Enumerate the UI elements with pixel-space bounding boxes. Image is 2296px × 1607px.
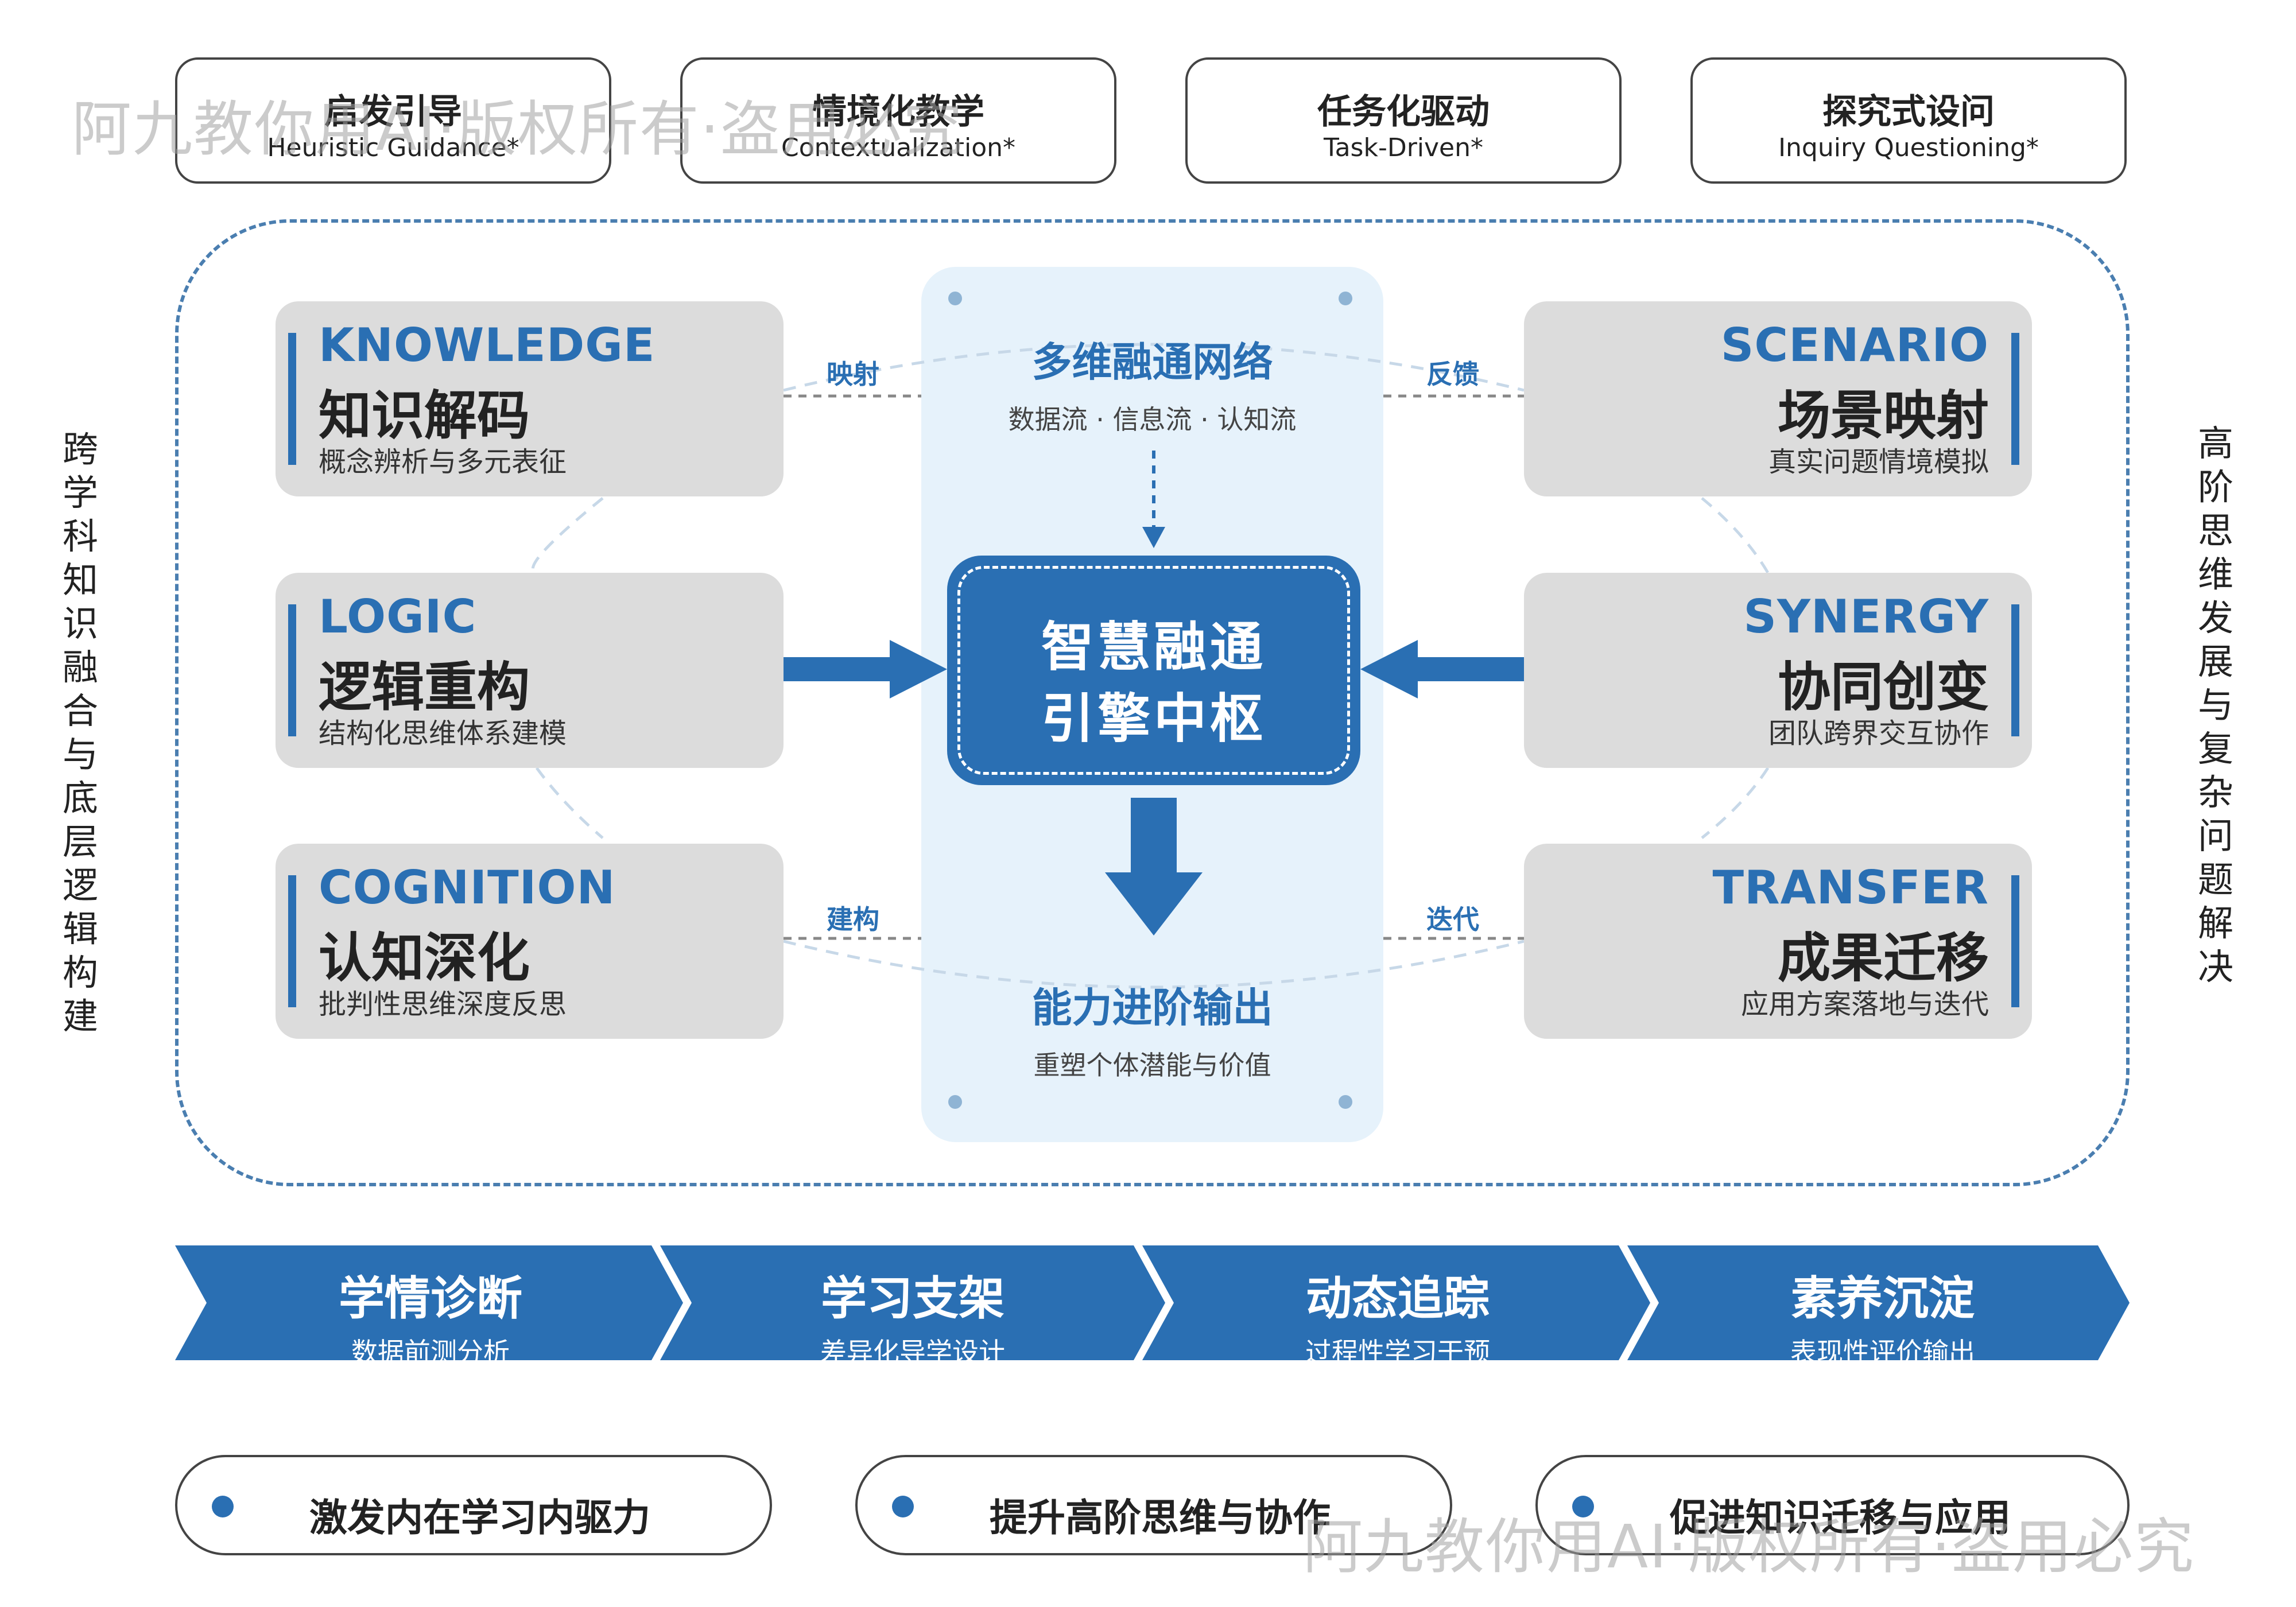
goal-pill-motivation: 激发内在学习内驱力 [175,1455,772,1555]
goal-pill-transfer: 促进知识迁移与应用 [1535,1455,2130,1555]
engine-title-line1: 智慧融通 [1041,616,1266,678]
card-description: 概念辨析与多元表征 [319,446,567,478]
method-subtitle: Contextualization* [781,133,1015,162]
module-card-synergy: SYNERGY 协同创变 团队跨界交互协作 [1524,573,2032,768]
method-subtitle: Inquiry Questioning* [1778,133,2039,162]
card-en-title: LOGIC [319,590,477,643]
main-frame [175,219,2130,1186]
goal-pill-higher-order: 提升高阶思维与协作 [855,1455,1452,1555]
method-title: 探究式设问 [1822,92,1995,132]
card-description: 真实问题情境模拟 [1768,446,1989,478]
link-label-iterate: 迭代 [1426,904,1479,935]
card-en-title: TRANSFER [1712,861,1989,914]
card-accent-bar [288,604,296,736]
network-title: 多维融通网络 [1031,339,1273,386]
module-card-knowledge: KNOWLEDGE 知识解码 概念辨析与多元表征 [276,301,784,496]
panel-dot [1339,1095,1352,1109]
card-zh-title: 协同创变 [1777,657,1989,718]
watermark-top: 阿九教你用AI·版权所有·盗用必究 [72,94,964,164]
method-box-contextualization: 情境化教学 Contextualization* [680,57,1116,184]
method-box-task-driven: 任务化驱动 Task-Driven* [1185,57,1622,184]
card-description: 结构化思维体系建模 [319,717,567,750]
step-title: 学习支架 [821,1272,1004,1325]
method-subtitle: Task-Driven* [1323,133,1484,162]
card-zh-title: 成果迁移 [1777,927,1989,989]
goal-text: 提升高阶思维与协作 [990,1496,1331,1540]
card-en-title: SCENARIO [1720,319,1989,372]
method-title: 任务化驱动 [1317,92,1490,132]
link-label-map: 映射 [827,359,879,390]
side-text-right: 高阶思维发展与复杂问题解决 [2197,422,2233,988]
method-title: 情境化教学 [812,92,984,132]
step-title: 动态追踪 [1306,1272,1490,1325]
panel-dot [948,292,962,305]
output-title: 能力进阶输出 [1031,984,1273,1031]
card-accent-bar [288,875,296,1007]
step-subtitle: 过程性学习干预 [1305,1337,1490,1368]
step-title: 素养沉淀 [1791,1272,1975,1325]
bullet-dot-icon [892,1496,914,1517]
card-en-title: COGNITION [319,861,616,914]
engine-hub: 智慧融通 引擎中枢 [947,556,1360,785]
process-step-diagnosis: 学情诊断 数据前测分析 [230,1261,631,1369]
method-title: 启发引导 [324,92,462,132]
card-zh-title: 场景映射 [1777,385,1989,447]
goal-text: 促进知识迁移与应用 [1670,1496,2011,1540]
card-zh-title: 认知深化 [319,927,530,989]
card-zh-title: 逻辑重构 [319,657,530,718]
bullet-dot-icon [1572,1496,1594,1517]
method-subtitle: Heuristic Guidance* [267,133,519,162]
side-text-left: 跨学科知识融合与底层逻辑构建 [62,428,98,1037]
process-step-literacy: 素养沉淀 表现性评价输出 [1682,1261,2084,1369]
card-en-title: KNOWLEDGE [319,319,656,372]
goal-text: 激发内在学习内驱力 [309,1496,650,1540]
method-box-heuristic: 启发引导 Heuristic Guidance* [175,57,611,184]
watermark-bottom: 阿九教你用AI·版权所有·盗用必究 [1303,1512,2195,1582]
engine-title-line2: 引擎中枢 [1041,688,1266,750]
link-label-feedback: 反馈 [1426,359,1479,390]
module-card-logic: LOGIC 逻辑重构 结构化思维体系建模 [276,573,784,768]
process-step-scaffold: 学习支架 差异化导学设计 [712,1261,1114,1369]
bullet-dot-icon [212,1496,234,1517]
card-accent-bar [2011,333,2019,465]
module-card-scenario: SCENARIO 场景映射 真实问题情境模拟 [1524,301,2032,496]
card-description: 团队跨界交互协作 [1768,717,1989,750]
card-description: 批判性思维深度反思 [319,988,567,1020]
card-en-title: SYNERGY [1743,590,1989,643]
network-subtitle: 数据流 · 信息流 · 认知流 [1008,404,1297,435]
card-accent-bar [2011,875,2019,1007]
module-card-cognition: COGNITION 认知深化 批判性思维深度反思 [276,844,784,1039]
step-title: 学情诊断 [339,1272,522,1325]
panel-dot [948,1095,962,1109]
card-accent-bar [288,333,296,465]
module-card-transfer: TRANSFER 成果迁移 应用方案落地与迭代 [1524,844,2032,1039]
link-label-construct: 建构 [827,904,879,935]
process-step-tracking: 动态追踪 过程性学习干预 [1197,1261,1599,1369]
card-zh-title: 知识解码 [319,385,530,447]
step-subtitle: 数据前测分析 [351,1337,510,1368]
step-subtitle: 表现性评价输出 [1790,1337,1975,1368]
card-description: 应用方案落地与迭代 [1740,988,1989,1020]
output-subtitle: 重塑个体潜能与价值 [1033,1050,1271,1081]
method-box-inquiry: 探究式设问 Inquiry Questioning* [1690,57,2127,184]
engine-dashed-border [957,566,1350,775]
step-subtitle: 差异化导学设计 [820,1337,1005,1368]
card-accent-bar [2011,604,2019,736]
panel-dot [1339,292,1352,305]
